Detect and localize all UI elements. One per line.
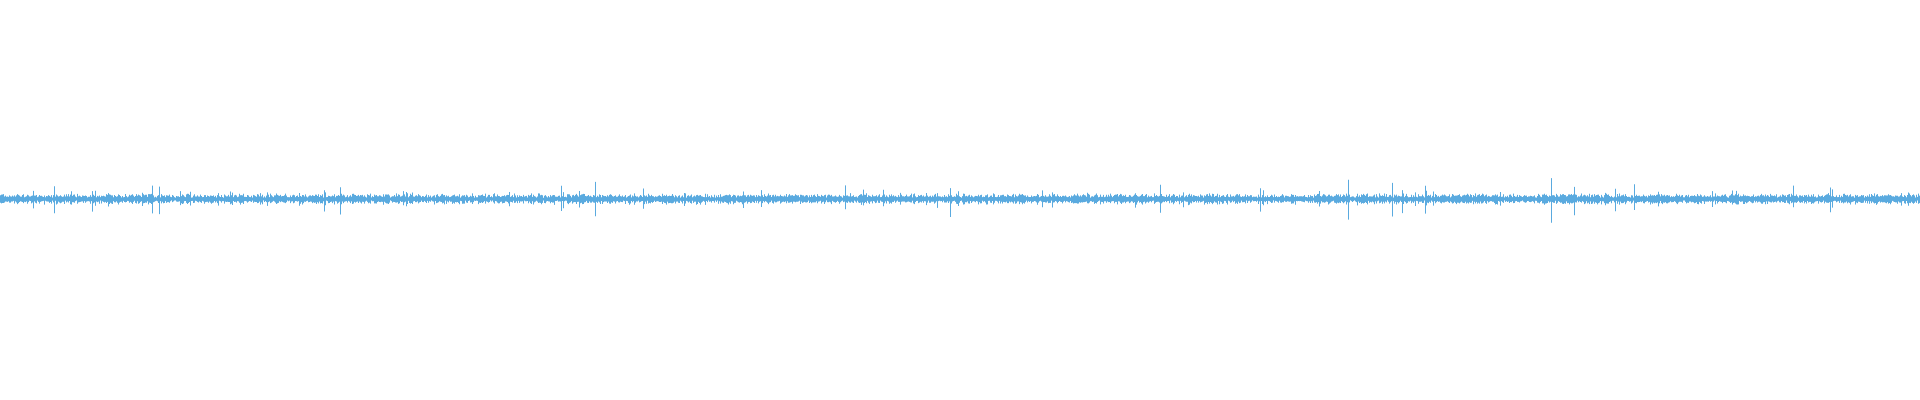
waveform-spikes xyxy=(54,178,1831,223)
waveform-body xyxy=(0,189,1920,209)
